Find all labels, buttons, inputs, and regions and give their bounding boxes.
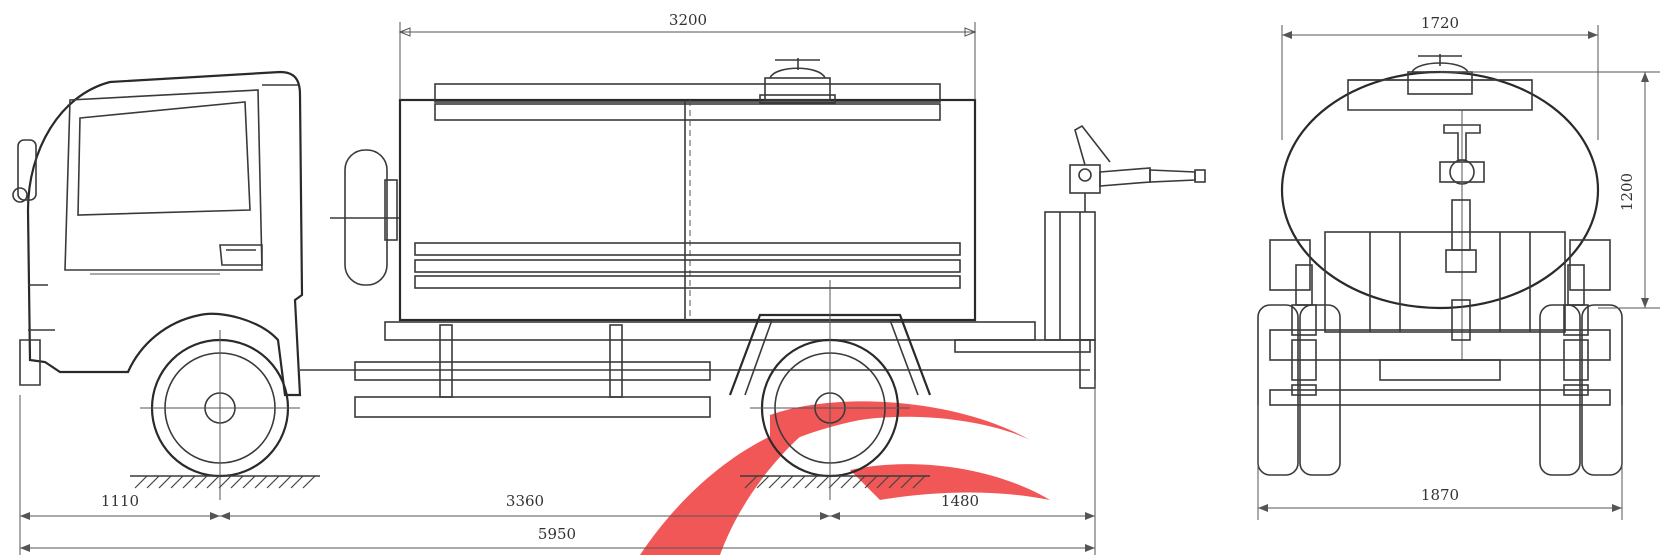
dimension-label-tank-width: 1720 [1421,14,1459,32]
dimension-tank-width: 1720 [1281,14,1599,140]
ground-hatch-front [130,475,320,489]
rear-pump-platform [1044,211,1096,389]
watermark-swoosh-upper [770,401,1030,450]
cab [12,70,304,397]
rear-right-valve [1563,264,1589,396]
dimension-overall-width: 1870 [1257,405,1623,520]
dimension-label-rear-overhang: 1480 [941,492,979,510]
rear-center-valve [1439,110,1485,360]
tank-manhole [759,58,836,104]
watermark-swoosh-right [850,464,1050,500]
dimension-tank-length: 3200 [398,11,977,100]
rear-view: 1720 1200 1870 [1257,14,1660,520]
rear-tank-ellipse [1280,70,1600,310]
dimension-label-overall-width: 1870 [1421,486,1459,504]
rear-left-valve [1291,264,1317,396]
dimension-label-wheelbase: 3360 [506,492,544,510]
dimension-label-tank-height: 1200 [1618,173,1636,211]
rear-left-dual-wheels [1257,304,1341,476]
water-tank [398,83,977,322]
chassis-frame [300,321,1091,418]
dimension-tank-height: 1200 [1440,71,1660,309]
dimension-label-front-overhang: 1110 [101,492,139,510]
front-wheel [140,330,300,500]
dimension-label-tank-length: 3200 [669,11,707,29]
spray-cannon [1069,124,1206,212]
rear-body-frame [1269,231,1611,406]
dimension-lower-chain: 1110 3360 1480 5950 [19,380,1096,555]
rear-right-dual-wheels [1539,304,1623,476]
ground-hatch-rear [740,475,930,489]
watermark-swoosh-lower [640,420,820,555]
side-view: 3200 1110 3360 1480 5950 [12,11,1206,555]
watermark-logo [640,401,1050,555]
dimension-label-overall-length: 5950 [538,525,576,543]
